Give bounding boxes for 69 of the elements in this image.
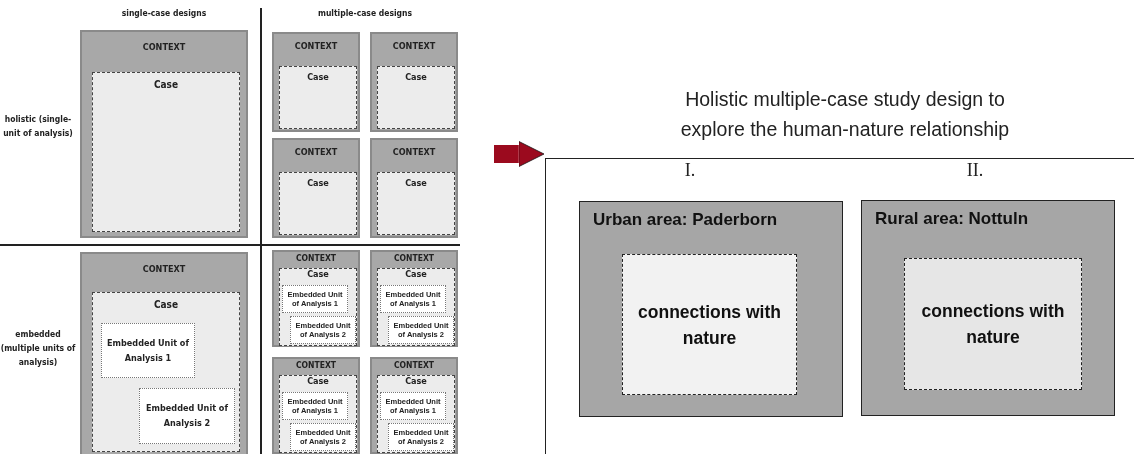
node-text: Case	[405, 269, 427, 280]
unit-box	[282, 285, 348, 313]
frame	[545, 158, 1134, 454]
node-text: Case	[153, 299, 179, 310]
node-text: CONTEXT	[295, 360, 337, 370]
node-text: Case	[307, 178, 329, 188]
node-text: CONTEXT	[294, 147, 338, 157]
node-text: CONTEXT	[393, 253, 435, 263]
area-box	[579, 201, 843, 417]
node-text: Case	[153, 79, 179, 90]
block-arrow	[494, 141, 545, 167]
node-text: CONTEXT	[294, 41, 338, 51]
case-box	[377, 375, 455, 453]
case-box	[92, 292, 240, 452]
node-text: Urban area: Paderborn	[593, 210, 778, 230]
roman-numeral: II.	[965, 160, 985, 181]
node-text: CONTEXT	[392, 41, 436, 51]
context-box	[272, 250, 360, 347]
context-box	[80, 252, 248, 454]
case-box	[279, 66, 357, 129]
node-text: Embedded Unit of Analysis 1	[106, 336, 190, 365]
header-label: single-case designs	[120, 7, 208, 20]
node-text: connections with nature	[920, 300, 1066, 349]
header-label: multiple-case designs	[316, 7, 414, 20]
node-text: Case	[405, 178, 427, 188]
case-box	[904, 258, 1082, 390]
case-box	[377, 172, 455, 235]
case-box	[622, 254, 797, 395]
case-box	[279, 268, 357, 346]
diagram-title: Holistic multiple-case study design to explore the human-nature relationship	[679, 87, 1011, 142]
node-text: CONTEXT	[142, 42, 186, 52]
case-box	[377, 268, 455, 346]
context-box	[272, 32, 360, 132]
case-box	[279, 375, 357, 453]
node-text: Rural area: Nottuln	[875, 209, 1029, 229]
unit-box	[380, 285, 446, 313]
node-text: Embedded Unit of Analysis 2	[145, 402, 229, 430]
unit-box	[282, 392, 348, 420]
unit-box	[388, 423, 454, 451]
unit-box	[388, 316, 454, 344]
context-box	[80, 30, 248, 238]
unit-box	[101, 323, 195, 378]
context-box	[370, 32, 458, 132]
node-text: Case	[405, 376, 427, 387]
context-box	[272, 357, 360, 454]
roman-numeral: I.	[683, 160, 697, 181]
header-label: embedded (multiple units of analysis)	[0, 328, 76, 369]
node-text: Case	[405, 72, 427, 82]
node-text: Case	[307, 72, 329, 82]
node-text: CONTEXT	[393, 360, 435, 370]
context-box	[370, 357, 458, 454]
context-box	[370, 138, 458, 238]
case-box	[377, 66, 455, 129]
node-text: CONTEXT	[392, 147, 436, 157]
context-box	[272, 138, 360, 238]
node-text: CONTEXT	[295, 253, 337, 263]
case-box	[92, 72, 240, 232]
node-text: connections with nature	[637, 300, 782, 350]
unit-box	[290, 316, 356, 344]
unit-box	[139, 388, 235, 444]
area-box	[861, 200, 1115, 416]
case-box	[279, 172, 357, 235]
node-text: Case	[307, 269, 329, 280]
node-text: CONTEXT	[142, 264, 186, 274]
unit-box	[290, 423, 356, 451]
node-text: Case	[307, 376, 329, 387]
unit-box	[380, 392, 446, 420]
context-box	[370, 250, 458, 347]
header-label: holistic (single-unit of analysis)	[2, 113, 74, 140]
